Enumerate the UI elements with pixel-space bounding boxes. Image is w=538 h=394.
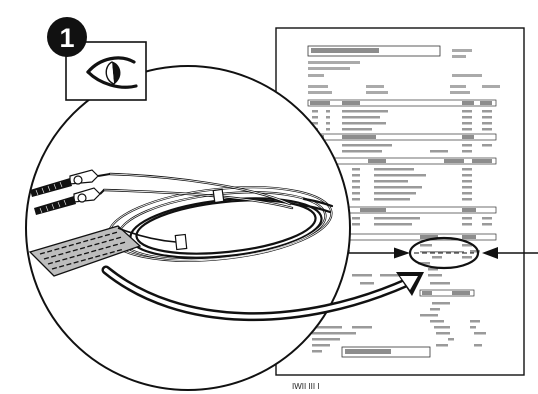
inner-arrow xyxy=(346,247,410,259)
arrow-left-icon xyxy=(482,247,538,259)
step-number-badge: 1 xyxy=(47,17,87,57)
cable-clip xyxy=(174,188,225,251)
cable-connector-bottom xyxy=(34,187,105,215)
eye-icon xyxy=(86,56,138,89)
report-section-header xyxy=(307,99,497,107)
step-number: 1 xyxy=(59,23,74,53)
cable-id-tag xyxy=(28,225,177,277)
cable-connector-top xyxy=(30,169,111,197)
figure-caption-code: IWII III I xyxy=(292,382,320,391)
curved-arrow xyxy=(101,265,424,322)
magnifier-circle xyxy=(25,65,351,391)
